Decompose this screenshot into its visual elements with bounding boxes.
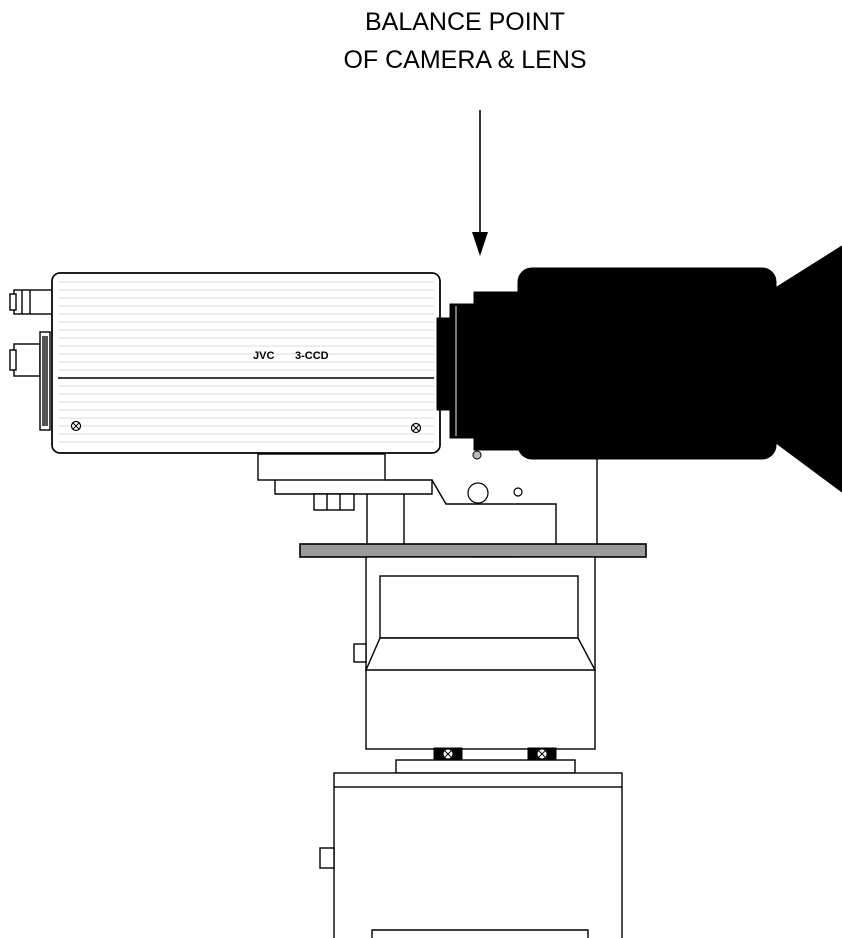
lens-body bbox=[517, 245, 842, 493]
camera-mount-bracket bbox=[257, 453, 557, 544]
camera-rear-connectors bbox=[9, 289, 55, 431]
camera-body-stripes bbox=[58, 281, 434, 443]
balance-point-label-line1: BALANCE POINT bbox=[365, 8, 565, 36]
base-screw-left bbox=[433, 747, 463, 761]
base-plate bbox=[395, 759, 576, 774]
screw-icon bbox=[70, 420, 82, 432]
camera-brand-label: JVC bbox=[253, 350, 274, 362]
lower-housing bbox=[319, 772, 623, 938]
lens-mount bbox=[436, 291, 525, 460]
mounting-plate bbox=[299, 543, 647, 558]
camera-body bbox=[51, 272, 441, 454]
base-screw-right bbox=[527, 747, 557, 761]
camera-model-label: 3-CCD bbox=[295, 350, 329, 362]
balance-point-arrow bbox=[472, 110, 488, 256]
screw-icon bbox=[410, 422, 422, 434]
balance-point-label-line2: OF CAMERA & LENS bbox=[343, 46, 586, 74]
pan-head bbox=[353, 556, 597, 750]
